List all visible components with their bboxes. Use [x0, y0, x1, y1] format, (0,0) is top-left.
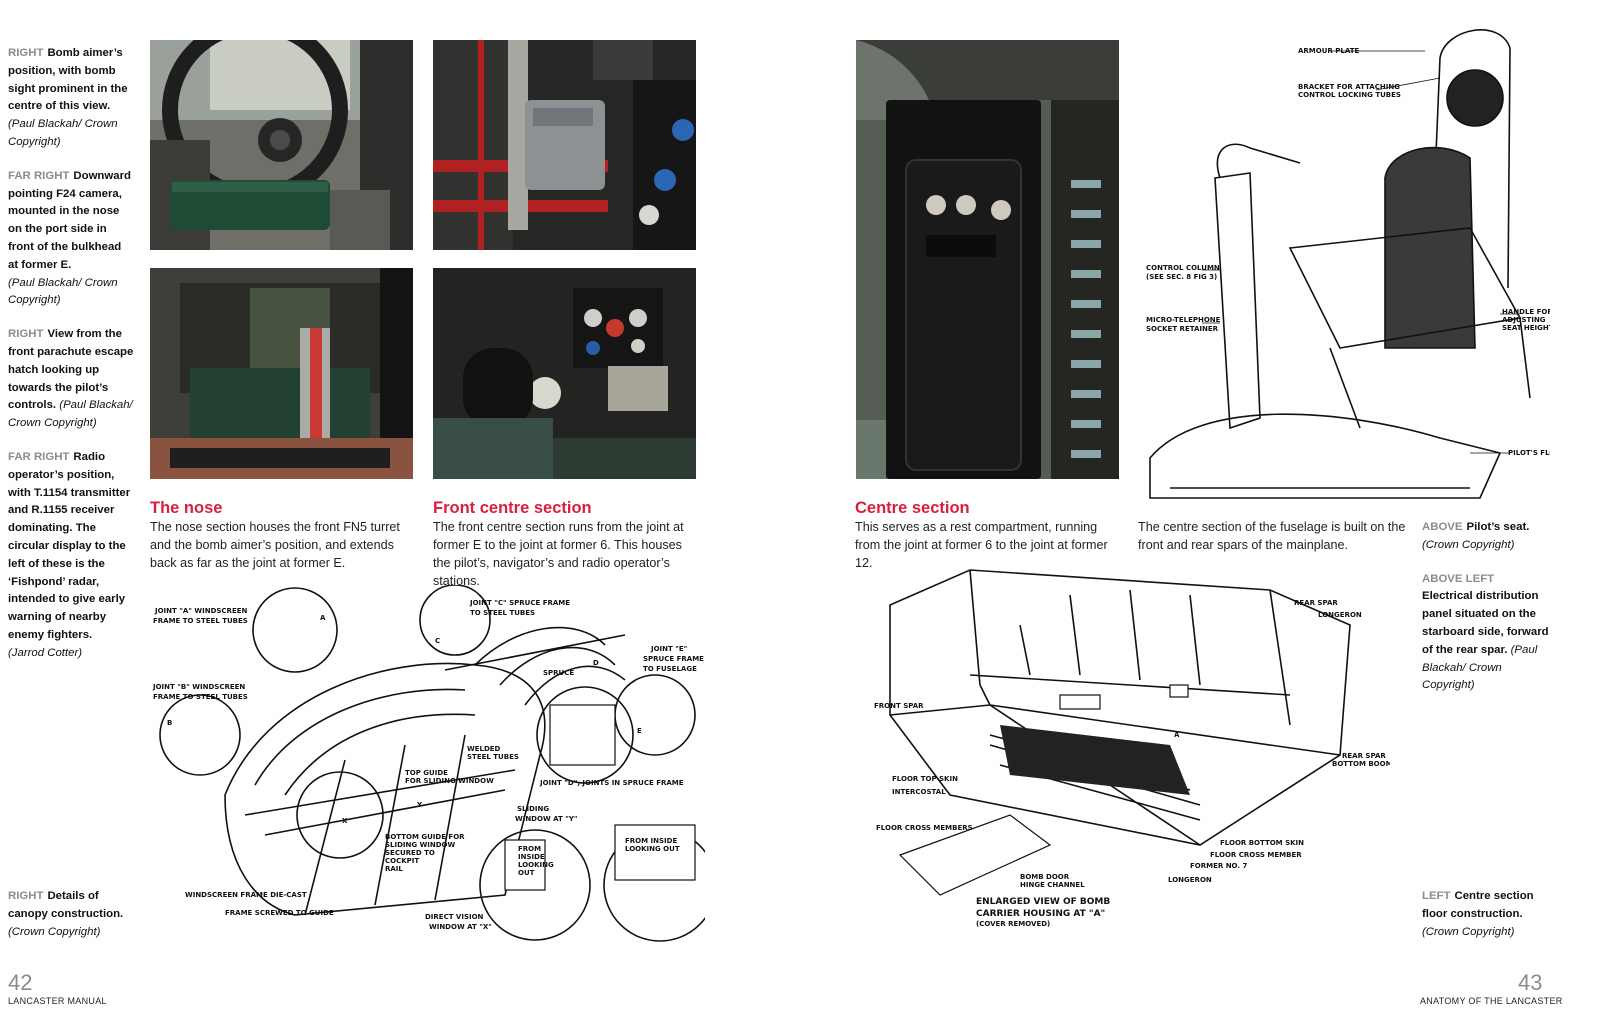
svg-text:E: E — [637, 727, 642, 735]
svg-text:FLOOR BOTTOM SKIN: FLOOR BOTTOM SKIN — [1220, 839, 1304, 847]
photo-radio-operator — [433, 268, 696, 479]
svg-text:JOINT "A" WINDSCREEN: JOINT "A" WINDSCREEN — [154, 607, 248, 615]
svg-text:FORMER NO. 7: FORMER NO. 7 — [1190, 862, 1247, 870]
svg-text:FROM INSIDE: FROM INSIDE — [625, 837, 677, 845]
svg-text:CONTROL LOCKING TUBES: CONTROL LOCKING TUBES — [1298, 91, 1401, 99]
centre-section-floor-drawing: REAR SPAR LONGERON FRONT SPAR REAR SPAR … — [874, 569, 1390, 928]
svg-text:SECURED TO: SECURED TO — [385, 849, 435, 857]
left-running-title: LANCASTER MANUAL — [8, 996, 107, 1006]
photo-escape-hatch — [150, 268, 413, 479]
svg-text:BRACKET FOR ATTACHING: BRACKET FOR ATTACHING — [1298, 83, 1400, 91]
svg-text:ENLARGED VIEW OF BOMB: ENLARGED VIEW OF BOMB — [976, 897, 1110, 907]
heading-the-nose: The nose — [150, 499, 223, 517]
right-running-title: ANATOMY OF THE LANCASTER — [1420, 996, 1563, 1006]
svg-text:FRAME SCREWED TO GUIDE: FRAME SCREWED TO GUIDE — [225, 909, 334, 917]
svg-text:JOINT "B" WINDSCREEN: JOINT "B" WINDSCREEN — [152, 683, 245, 691]
photo-bomb-aimer — [150, 40, 413, 250]
svg-text:FLOOR TOP SKIN: FLOOR TOP SKIN — [892, 775, 958, 783]
svg-text:CARRIER HOUSING AT "A": CARRIER HOUSING AT "A" — [976, 909, 1105, 919]
photo-f24-camera — [433, 40, 696, 250]
svg-text:TO FUSELAGE: TO FUSELAGE — [643, 665, 697, 673]
body-centre-section-continued: The centre section of the fuselage is bu… — [1138, 520, 1406, 552]
svg-text:COCKPIT: COCKPIT — [385, 857, 419, 865]
svg-text:SEAT HEIGHT: SEAT HEIGHT — [1502, 324, 1550, 332]
svg-text:D: D — [593, 659, 599, 667]
svg-text:FOR SLIDING WINDOW: FOR SLIDING WINDOW — [405, 777, 494, 785]
svg-text:JOINT "D", JOINTS IN SPRUCE FR: JOINT "D", JOINTS IN SPRUCE FRAME — [539, 779, 684, 787]
svg-text:PILOT'S FLOOR: PILOT'S FLOOR — [1508, 449, 1550, 457]
svg-text:WINDOW AT "X": WINDOW AT "X" — [429, 923, 492, 931]
right-page-number: 43 — [1518, 970, 1543, 995]
svg-text:MICRO-TELEPHONE: MICRO-TELEPHONE — [1146, 316, 1221, 324]
svg-text:TO STEEL TUBES: TO STEEL TUBES — [470, 609, 535, 617]
photo-electrical-panel — [856, 40, 1119, 479]
svg-text:SPRUCE FRAME: SPRUCE FRAME — [643, 655, 704, 663]
svg-text:WINDSCREEN FRAME DIE-CAST: WINDSCREEN FRAME DIE-CAST — [185, 891, 307, 899]
svg-text:HINGE CHANNEL: HINGE CHANNEL — [1020, 881, 1085, 889]
heading-front-centre-section: Front centre section — [433, 499, 592, 517]
svg-text:A: A — [1174, 731, 1180, 739]
svg-text:LONGERON: LONGERON — [1168, 876, 1212, 884]
svg-text:CONTROL COLUMN: CONTROL COLUMN — [1146, 264, 1220, 272]
caption-electrical-panel: ABOVE LEFT Electrical distribution panel… — [1422, 572, 1549, 692]
svg-text:FRAME TO STEEL TUBES: FRAME TO STEEL TUBES — [153, 617, 248, 625]
svg-text:WELDED: WELDED — [467, 745, 501, 753]
body-front-centre-section: The front centre section runs from the j… — [433, 520, 684, 588]
svg-text:JOINT "E": JOINT "E" — [650, 645, 687, 653]
svg-text:FRONT SPAR: FRONT SPAR — [874, 702, 924, 710]
svg-text:SOCKET RETAINER: SOCKET RETAINER — [1146, 325, 1219, 333]
svg-text:(SEE SEC. 8 FIG 3): (SEE SEC. 8 FIG 3) — [1146, 273, 1217, 281]
svg-text:SLIDING: SLIDING — [517, 805, 549, 813]
pilots-seat-drawing: ARMOUR PLATE BRACKET FOR ATTACHING CONTR… — [1146, 29, 1550, 499]
svg-text:SPRUCE: SPRUCE — [543, 669, 574, 677]
svg-text:C: C — [435, 637, 440, 645]
svg-text:INTERCOSTAL: INTERCOSTAL — [892, 788, 946, 796]
svg-text:FLOOR CROSS MEMBERS: FLOOR CROSS MEMBERS — [876, 824, 973, 832]
svg-text:STEEL TUBES: STEEL TUBES — [467, 753, 519, 761]
svg-text:BOTTOM BOOM: BOTTOM BOOM — [1332, 760, 1390, 768]
svg-text:Y: Y — [416, 801, 423, 809]
svg-text:REAR SPAR: REAR SPAR — [1294, 599, 1338, 607]
svg-text:WINDOW AT "Y": WINDOW AT "Y" — [515, 815, 578, 823]
svg-text:REAR SPAR: REAR SPAR — [1342, 752, 1386, 760]
svg-text:HANDLE FOR: HANDLE FOR — [1502, 308, 1550, 316]
svg-text:(COVER REMOVED): (COVER REMOVED) — [976, 920, 1050, 928]
canopy-construction-drawing: JOINT "A" WINDSCREEN FRAME TO STEEL TUBE… — [152, 585, 705, 942]
left-page-number: 42 — [8, 970, 33, 995]
body-centre-section: This serves as a rest compartment, runni… — [855, 520, 1108, 570]
svg-text:DIRECT VISION: DIRECT VISION — [425, 913, 484, 921]
svg-text:BOMB DOOR: BOMB DOOR — [1020, 873, 1070, 881]
svg-text:B: B — [167, 719, 172, 727]
body-the-nose: The nose section houses the front FN5 tu… — [150, 520, 400, 570]
svg-text:RAIL: RAIL — [385, 865, 403, 873]
heading-centre-section: Centre section — [855, 499, 970, 517]
svg-text:FRAME TO STEEL TUBES: FRAME TO STEEL TUBES — [153, 693, 248, 701]
svg-text:INSIDE: INSIDE — [518, 853, 545, 861]
svg-text:TOP GUIDE: TOP GUIDE — [405, 769, 448, 777]
svg-text:ARMOUR PLATE: ARMOUR PLATE — [1298, 47, 1359, 55]
svg-text:SLIDING WINDOW: SLIDING WINDOW — [385, 841, 456, 849]
svg-text:BOTTOM GUIDE FOR: BOTTOM GUIDE FOR — [385, 833, 465, 841]
svg-text:ADJUSTING: ADJUSTING — [1502, 316, 1546, 324]
svg-text:LOOKING OUT: LOOKING OUT — [625, 845, 680, 853]
svg-text:OUT: OUT — [518, 869, 535, 877]
svg-text:LOOKING: LOOKING — [518, 861, 554, 869]
svg-text:A: A — [320, 614, 326, 622]
svg-text:FROM: FROM — [518, 845, 541, 853]
svg-text:X: X — [342, 817, 348, 825]
svg-text:LONGERON: LONGERON — [1318, 611, 1362, 619]
svg-text:FLOOR CROSS MEMBER: FLOOR CROSS MEMBER — [1210, 851, 1302, 859]
svg-text:JOINT "C" SPRUCE FRAME: JOINT "C" SPRUCE FRAME — [469, 599, 570, 607]
